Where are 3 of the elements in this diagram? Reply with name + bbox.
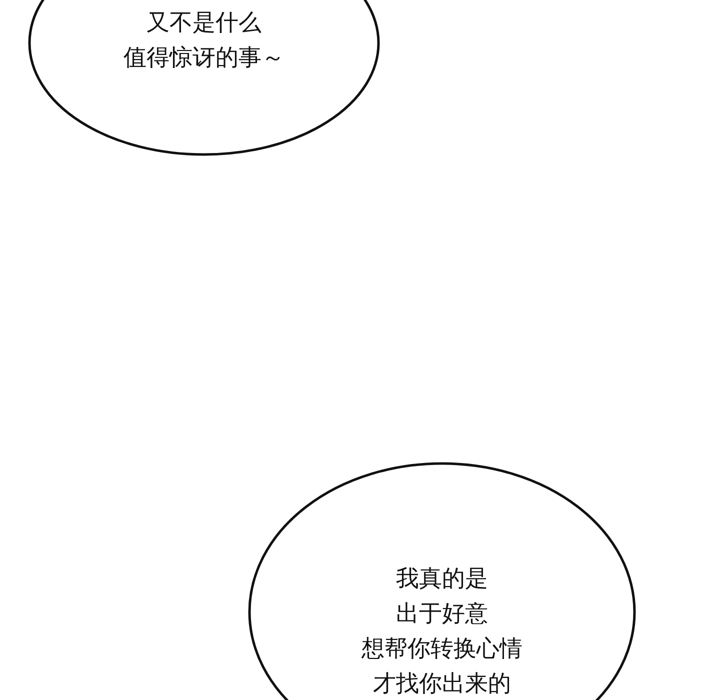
speech-text: 我真的是出于好意想帮你转换心情才找你出来的 bbox=[360, 565, 524, 699]
speech-text: 又不是什么值得惊讶的事～ bbox=[122, 9, 286, 73]
speech-bubble bbox=[248, 462, 636, 700]
